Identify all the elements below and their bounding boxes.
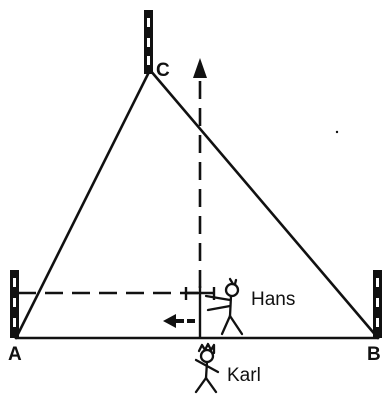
- cross-staff-instrument: [184, 286, 216, 338]
- sight-lines: [18, 78, 202, 295]
- side-bc: [148, 68, 380, 340]
- pole-b: [373, 270, 382, 338]
- pole-a: [10, 270, 19, 338]
- vertex-label-a: A: [8, 344, 22, 365]
- karl-label: Karl: [227, 365, 261, 386]
- karl-figure: [194, 342, 220, 394]
- left-arrow-icon: [163, 314, 198, 328]
- side-ac: [14, 68, 152, 340]
- speck: [335, 130, 339, 134]
- vertex-label-b: B: [367, 344, 381, 365]
- pole-c: [144, 10, 153, 74]
- vertex-label-c: C: [156, 60, 170, 81]
- triangle: [14, 68, 380, 340]
- hans-figure: [204, 277, 244, 336]
- hans-label: Hans: [251, 289, 295, 310]
- up-arrow-icon: [193, 58, 207, 78]
